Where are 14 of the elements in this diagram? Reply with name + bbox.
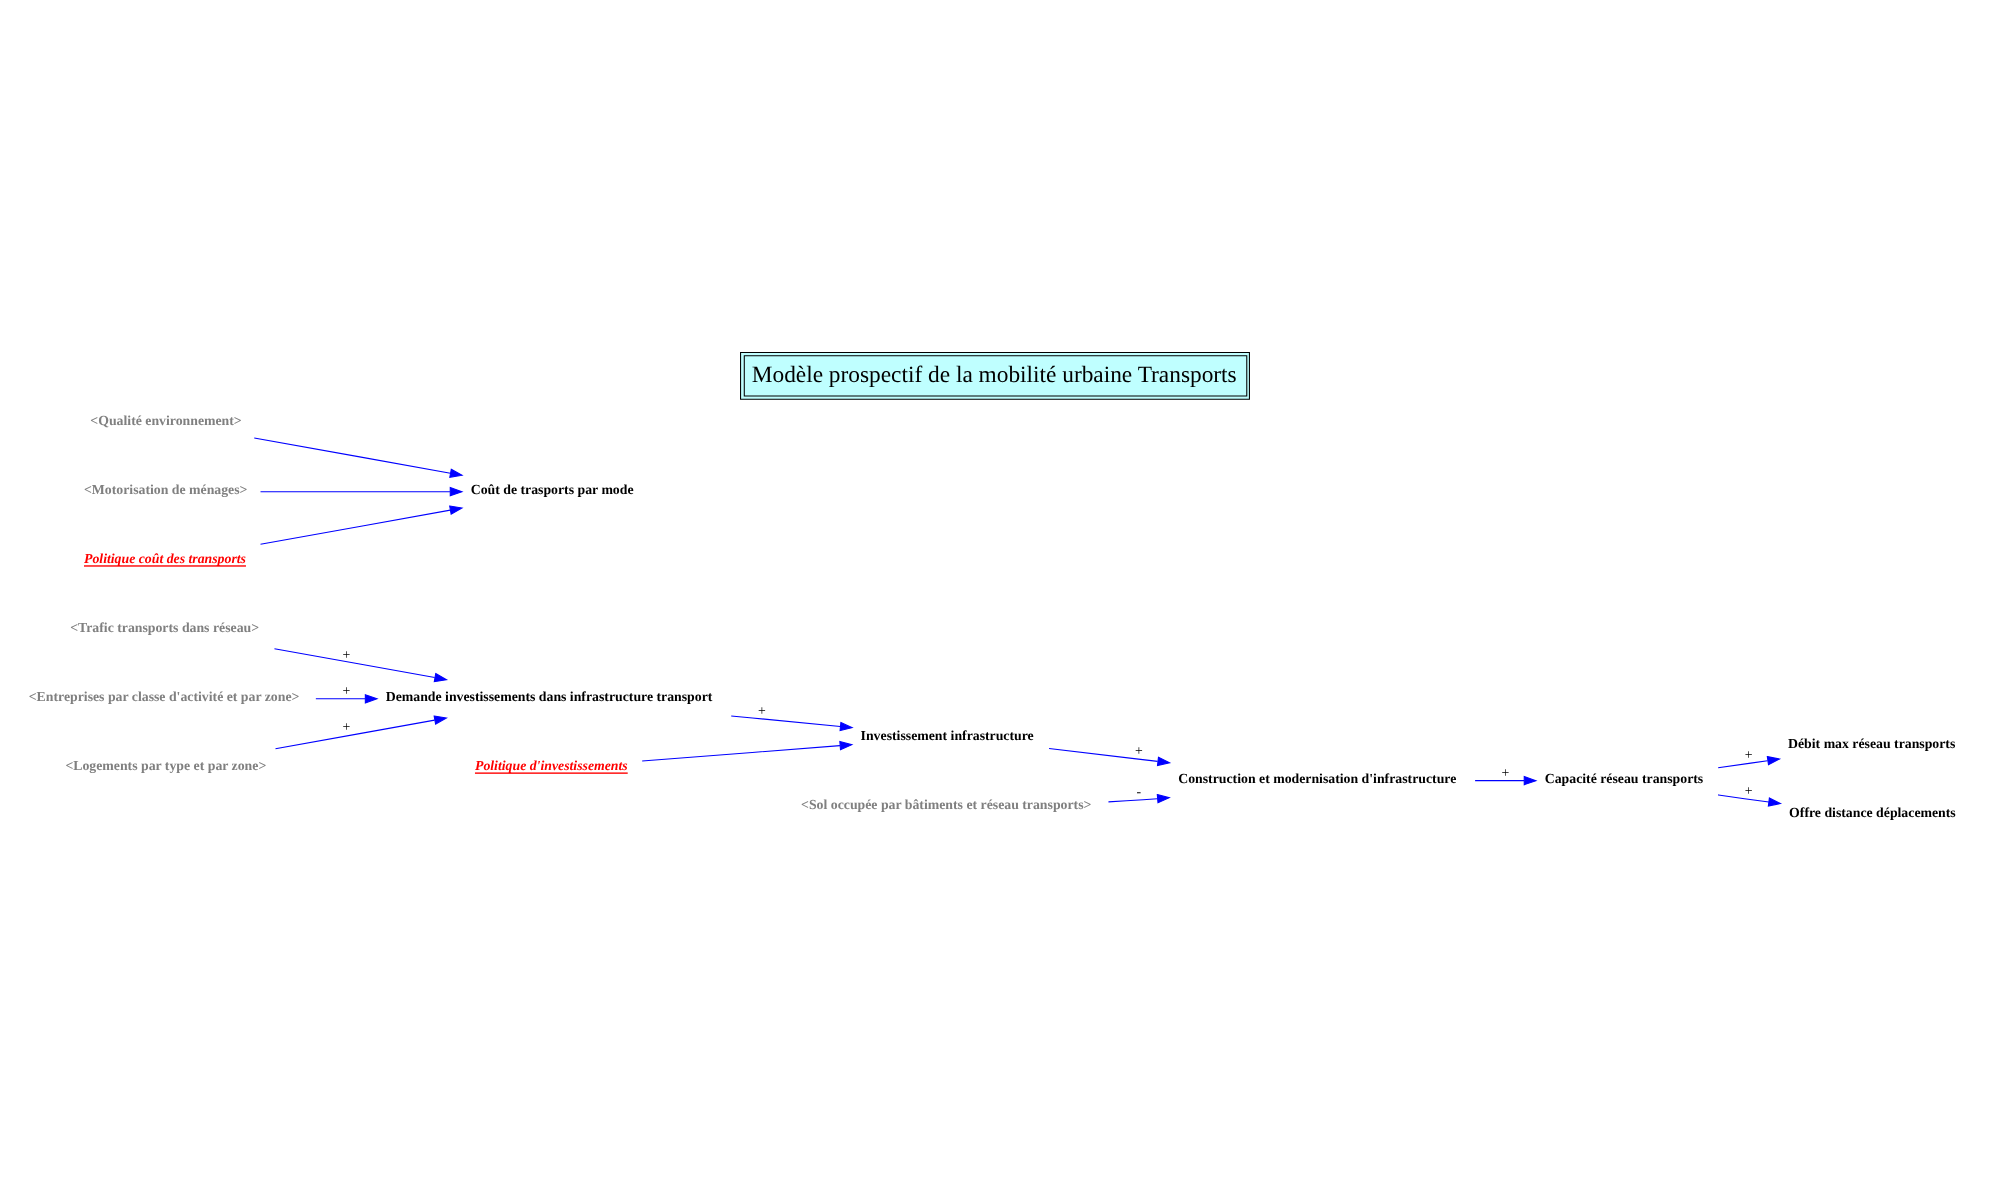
arrow (260, 504, 464, 544)
arrow (274, 714, 448, 749)
arrow (1474, 774, 1538, 785)
arrow (1717, 793, 1783, 806)
arrow (1107, 792, 1171, 803)
arrow (260, 485, 464, 496)
arrow (1048, 747, 1172, 766)
arrow (315, 693, 379, 703)
arrow (253, 436, 464, 477)
arrow (730, 714, 854, 731)
arrow (273, 647, 449, 682)
arrow (641, 739, 854, 761)
arrow (1717, 754, 1782, 768)
diagram-title: Modèle prospectif de la mobilité urbaine Transports (751, 360, 1237, 387)
